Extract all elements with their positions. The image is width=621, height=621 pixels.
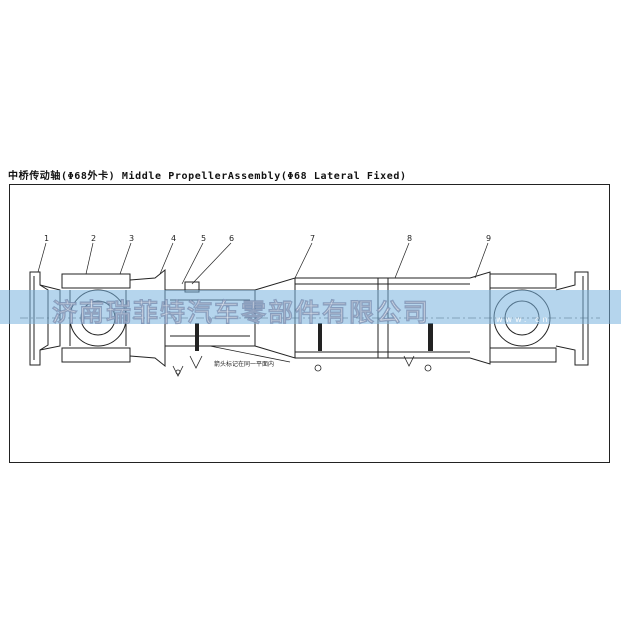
balloon-6: 6	[229, 234, 234, 243]
balloon-2: 2	[91, 234, 96, 243]
balloon-4: 4	[171, 234, 176, 243]
balloon-8: 8	[407, 234, 412, 243]
assembly-note: 箭头标记在同一平面内	[214, 360, 274, 368]
balance-weights	[195, 323, 433, 351]
balloon-1: 1	[44, 234, 49, 243]
watermark-company: 济南瑞菲特汽车零部件有限公司	[52, 298, 431, 328]
balloon-7: 7	[310, 234, 315, 243]
balloon-5: 5	[201, 234, 206, 243]
watermark-band	[0, 290, 621, 324]
part-balloons: 1 2 3 4 5 6 7 8 9	[44, 234, 491, 243]
balloon-3: 3	[129, 234, 134, 243]
leader-lines	[37, 242, 489, 285]
drawing-title: 中桥传动轴(Φ68外卡) Middle PropellerAssembly(Φ6…	[8, 171, 407, 182]
balloon-9: 9	[486, 234, 491, 243]
arrow-marks	[172, 345, 432, 377]
watermark-url: www. cn	[496, 315, 551, 324]
